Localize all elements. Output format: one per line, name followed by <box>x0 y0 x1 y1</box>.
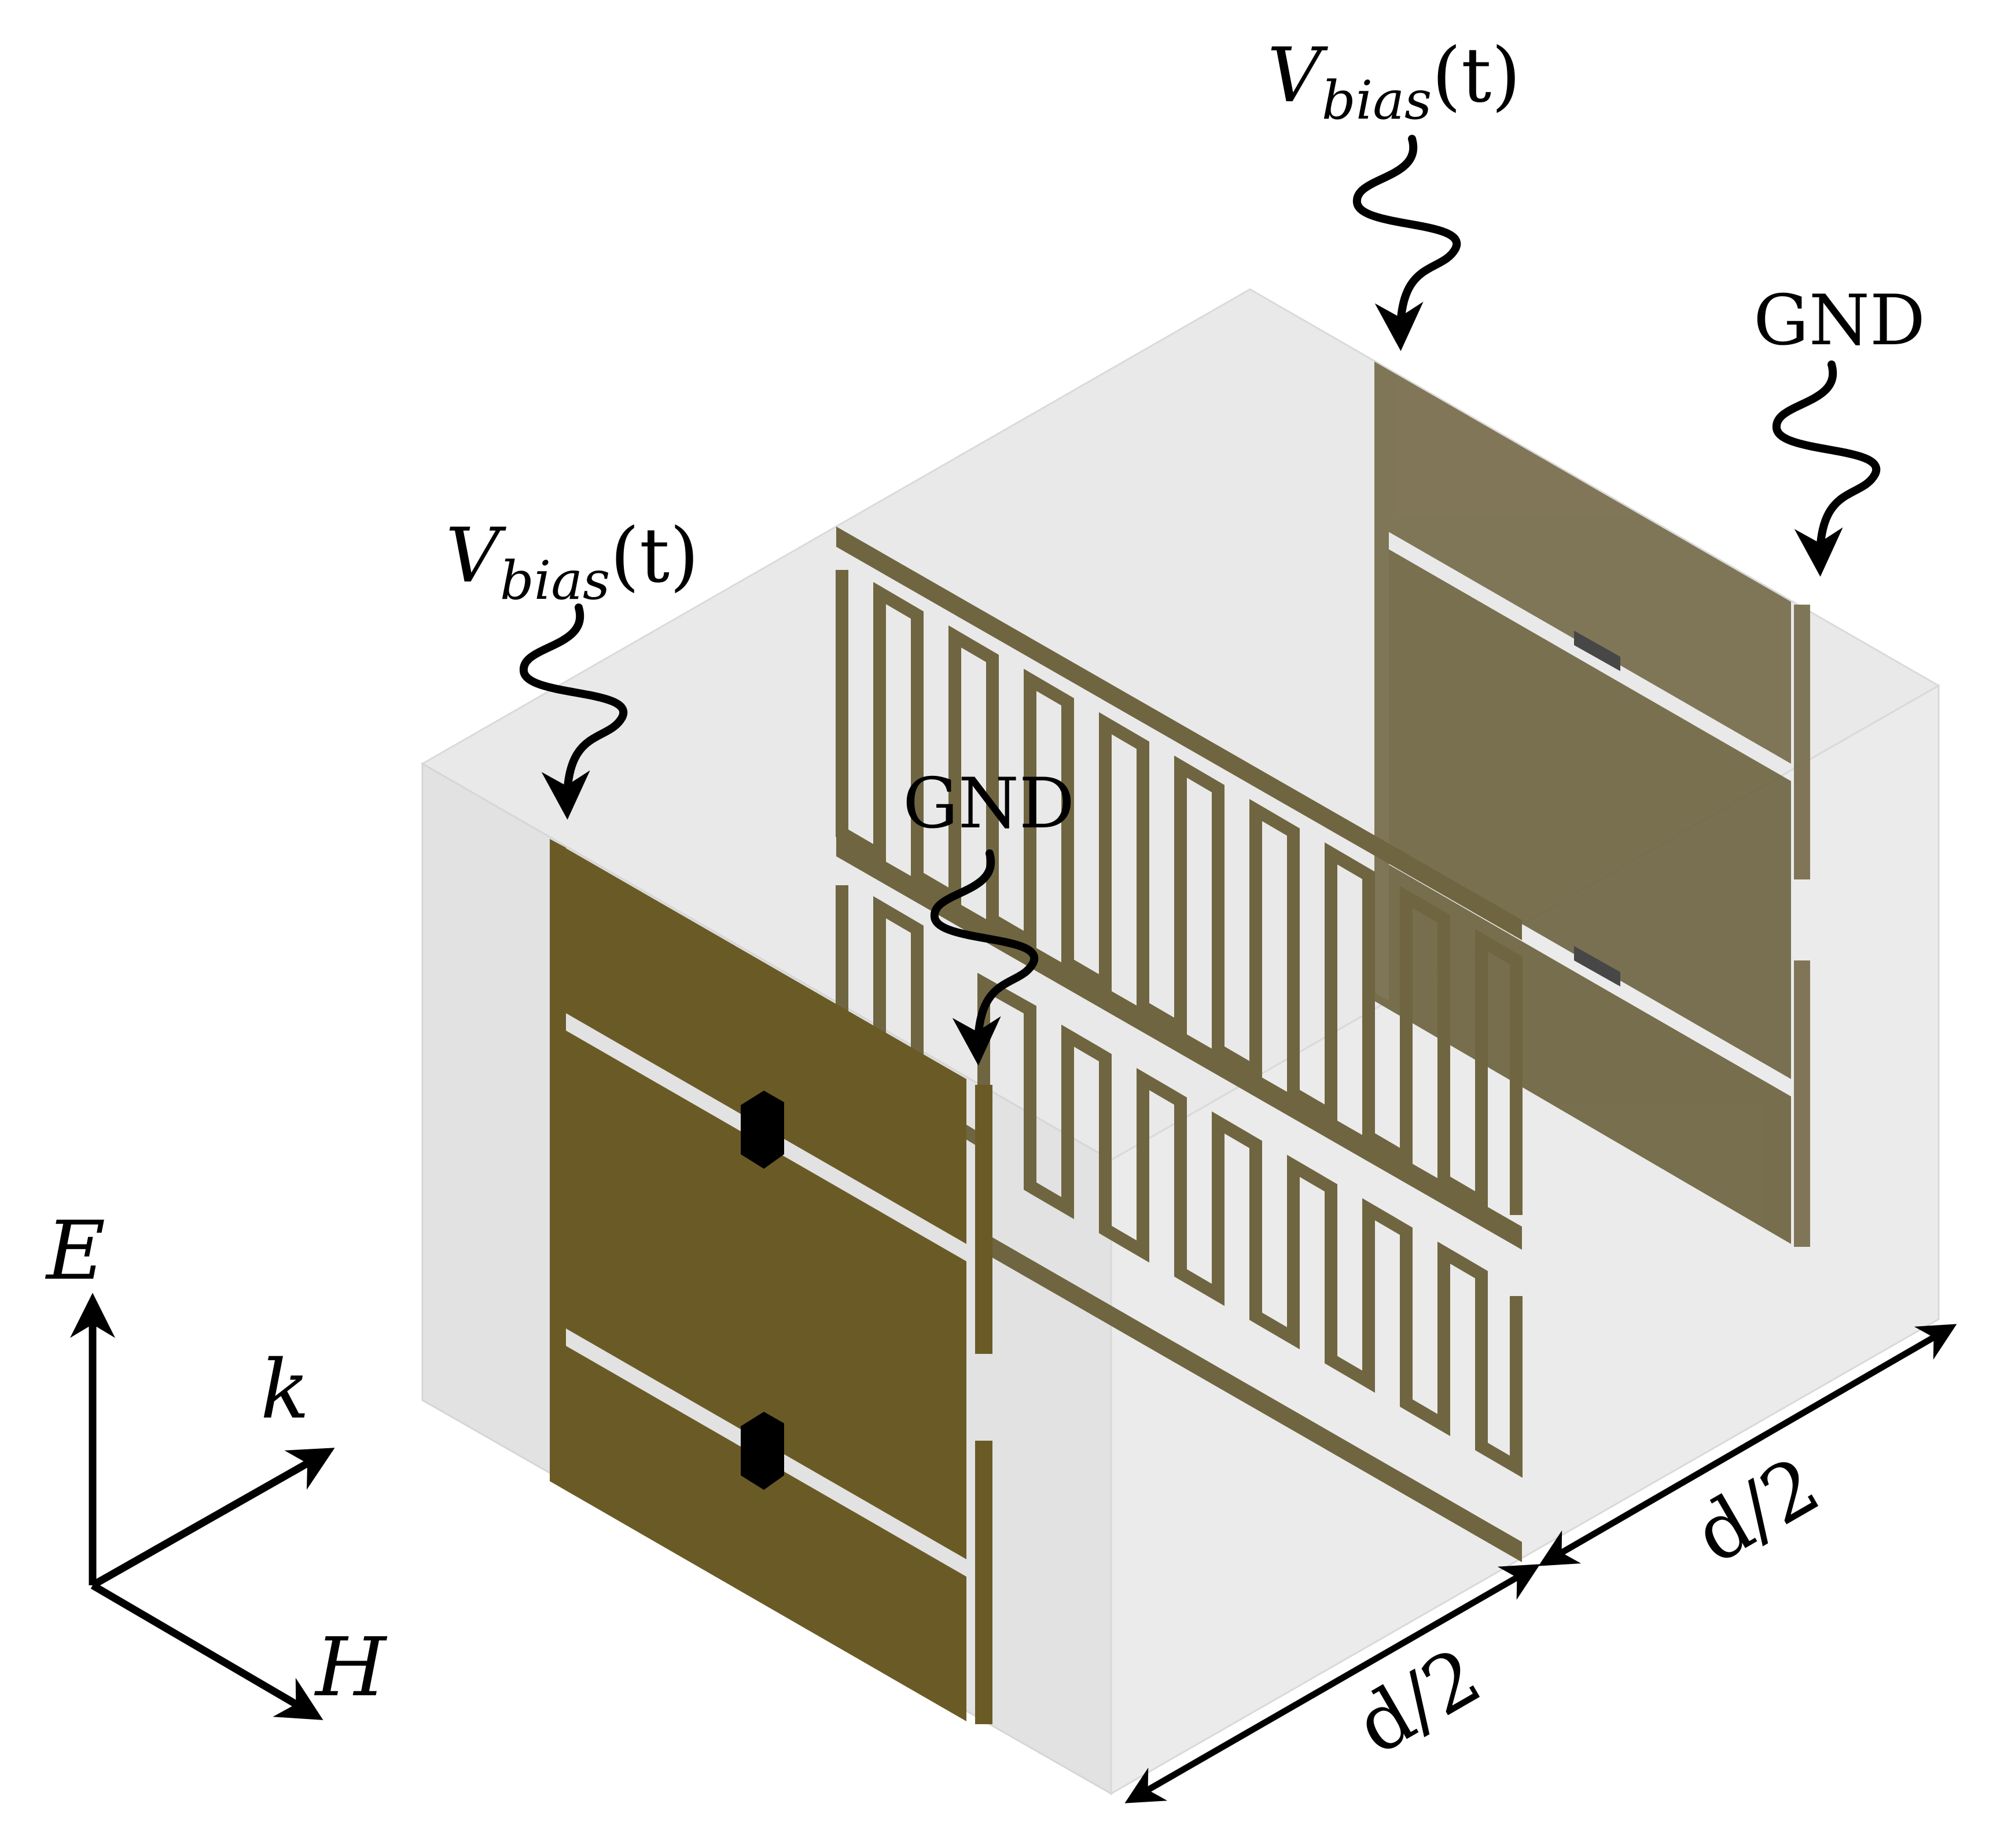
front-ground-gap-1 <box>975 1354 992 1441</box>
vbias-left-label: Vbias(t) <box>446 511 699 612</box>
field-axes: E k H <box>45 1204 388 1720</box>
rear-chip-2 <box>1574 946 1620 986</box>
rear-plate-upper <box>1374 362 1791 764</box>
dim-front-label: d/2 <box>1341 1630 1496 1772</box>
k-axis-label: k <box>260 1343 310 1437</box>
h-axis-arrow <box>90 1582 323 1720</box>
meander-lower-fingers <box>836 885 1523 1478</box>
gnd-right-label: GND <box>1753 281 1925 361</box>
k-axis-arrow <box>90 1448 335 1589</box>
front-varactor-1 <box>741 1091 784 1169</box>
front-varactor-2 <box>741 1412 784 1490</box>
dim-front-arrow <box>1124 1564 1540 1803</box>
rear-plate-middle <box>1374 541 1791 1079</box>
rear-electrode-spine <box>1374 362 1389 1001</box>
front-plate-middle <box>550 1021 966 1559</box>
meander-bottom-rail <box>984 1232 1522 1562</box>
meander-line <box>836 527 1523 1562</box>
meander-lower-rail <box>836 833 1522 1250</box>
meander-upper-rail <box>836 527 1522 940</box>
gnd-left-label: GND <box>903 764 1075 844</box>
rear-chip-1 <box>1574 631 1620 671</box>
h-axis-label: H <box>314 1621 388 1715</box>
front-plate-upper <box>550 839 966 1244</box>
dim-side-label: d/2 <box>1680 1440 1834 1581</box>
svg-text:Vbias(t): Vbias(t) <box>446 511 699 612</box>
vbias-left-main: V <box>446 511 506 599</box>
vbias-right-label: Vbias(t) <box>1267 31 1521 131</box>
front-electrode <box>550 839 992 1724</box>
vbias-left-sub: bias <box>500 550 610 612</box>
vbias-left-arg: (t) <box>610 511 699 599</box>
gnd-right-leader-arrow <box>1772 360 1881 577</box>
front-plate-lower <box>550 1337 966 1721</box>
vbias-left-leader-arrow <box>519 603 628 820</box>
vbias-right-leader-arrow <box>1352 135 1461 351</box>
meander-upper-fingers <box>836 570 1523 1215</box>
vbias-right-sub: bias <box>1322 69 1432 131</box>
rear-ground-gap-1 <box>1794 879 1810 960</box>
e-axis-label: E <box>45 1204 105 1298</box>
vbias-right-arg: (t) <box>1432 31 1521 119</box>
svg-text:Vbias(t): Vbias(t) <box>1267 31 1521 131</box>
front-electrode-spine <box>550 839 566 1481</box>
vbias-right-main: V <box>1267 31 1328 119</box>
dim-side-arrow <box>1538 1324 1957 1566</box>
gnd-left-leader-arrow <box>930 849 1039 1066</box>
